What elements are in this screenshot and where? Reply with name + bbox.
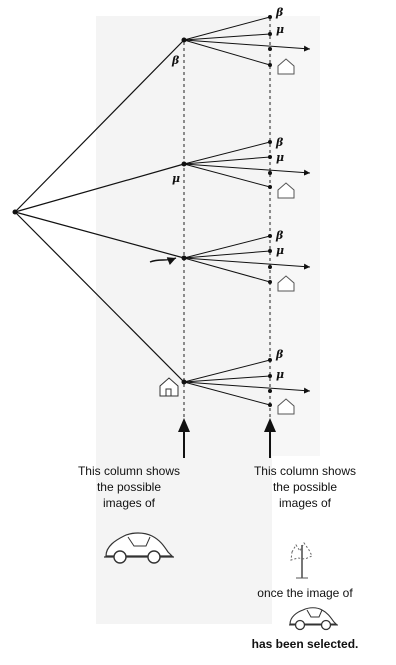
caption-right-mid: once the image of: [257, 586, 353, 600]
leaf-label-beta: β: [275, 348, 284, 361]
car-icon-small: [289, 607, 338, 631]
arrow-symbol-icon: [149, 257, 177, 266]
leaf-label-beta: β: [275, 229, 284, 242]
car-icon: [104, 532, 174, 564]
caption-right: This column shows the possible images of: [253, 464, 357, 510]
right-column-panel: [272, 16, 320, 456]
root-branch-house: [14, 211, 185, 383]
leaf-label-beta: β: [275, 6, 284, 19]
house-icon: [159, 377, 179, 397]
leaf-house-icon: [277, 398, 295, 415]
leaf-house-icon: [277, 58, 295, 75]
root-branch-mu: [14, 163, 185, 213]
caption-right-end: has been selected.: [251, 637, 359, 651]
leaf-label-mu: μ: [276, 23, 284, 36]
pointer-arrow-left: [178, 418, 190, 458]
subtree-1: β μ: [181, 6, 311, 75]
leaf-label-mu: μ: [276, 244, 284, 257]
root-branch-beta: [14, 39, 185, 213]
leaf-label-mu: μ: [276, 368, 284, 381]
root-node: [12, 209, 18, 215]
tree-icon: [290, 542, 313, 579]
root-branches: [12, 39, 185, 383]
root-label-beta: β: [171, 54, 180, 67]
subtree-2: β μ: [181, 136, 311, 199]
leaf-label-mu: μ: [276, 151, 284, 164]
caption-left: This column shows the possible images of: [77, 464, 181, 510]
root-label-mu: μ: [172, 172, 180, 185]
pointer-arrow-right: [264, 418, 276, 458]
root-branch-arrow: [14, 211, 185, 259]
leaf-label-beta: β: [275, 136, 284, 149]
leaf-house-icon: [277, 275, 295, 292]
subtree-4: β μ: [181, 348, 311, 415]
subtree-3: β μ: [181, 229, 311, 292]
leaf-house-icon: [277, 182, 295, 199]
